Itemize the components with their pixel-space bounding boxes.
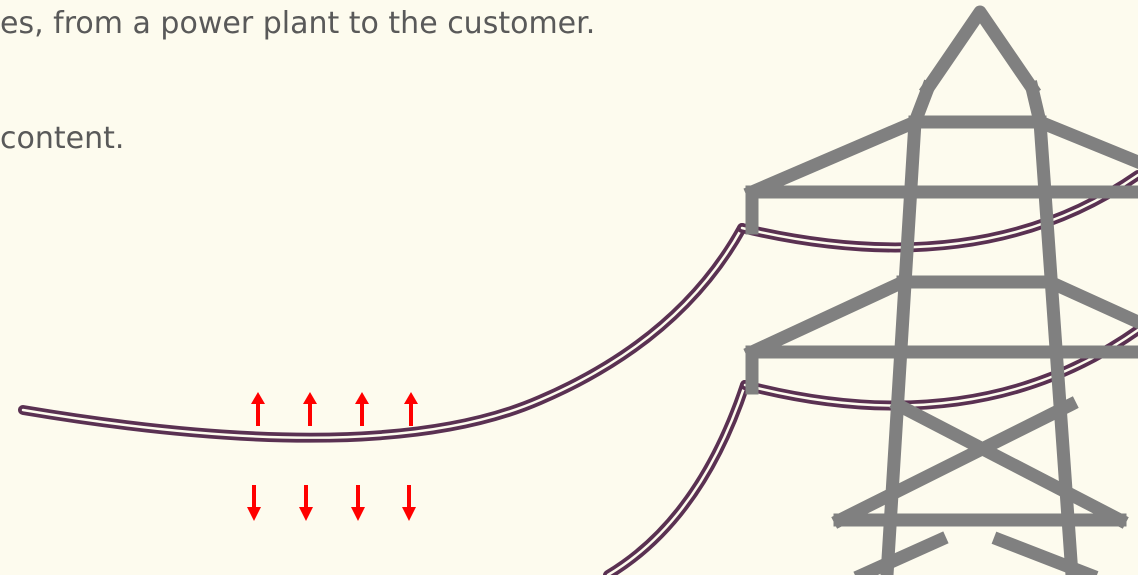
arrow-down-icon — [351, 485, 365, 521]
arrow-down-icon — [299, 485, 313, 521]
arrows-down — [247, 485, 416, 521]
arrow-up-icon — [404, 392, 418, 426]
cable-lower-drop — [608, 385, 745, 575]
arrow-up-icon — [251, 392, 265, 426]
arrow-up-icon — [355, 392, 369, 426]
cable-main — [23, 228, 742, 438]
arrow-up-icon — [303, 392, 317, 426]
arrow-down-icon — [402, 485, 416, 521]
transmission-tower-icon — [752, 12, 1138, 575]
cable-lower-span — [745, 330, 1138, 406]
arrows-up — [251, 392, 418, 426]
arrow-down-icon — [247, 485, 261, 521]
